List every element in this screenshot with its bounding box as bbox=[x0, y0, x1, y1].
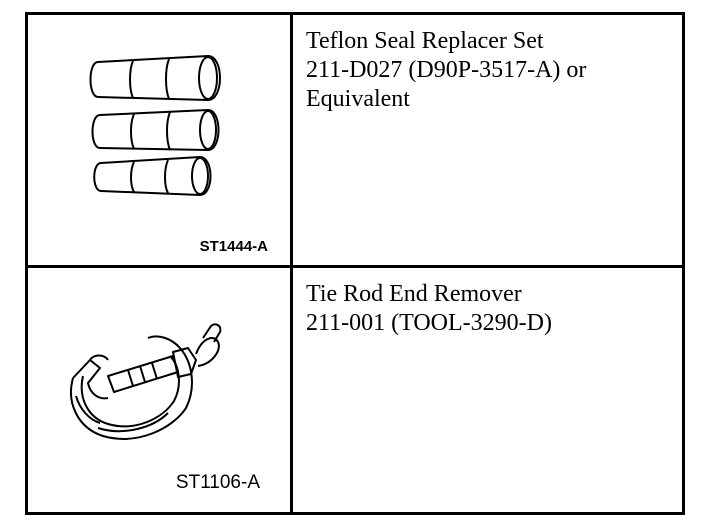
tool-name: Tie Rod End Remover bbox=[306, 281, 522, 307]
illustration-code: ST1106-A bbox=[175, 472, 260, 493]
tool-equivalent-note: Equivalent bbox=[306, 86, 410, 112]
tie-rod-end-remover-icon bbox=[70, 323, 222, 440]
tool-number: 211-001 (TOOL-3290-D) bbox=[306, 310, 552, 336]
tool-name: Teflon Seal Replacer Set bbox=[306, 28, 544, 54]
illustration-code: ST1444-A bbox=[199, 238, 268, 255]
tool-description-cell: Tie Rod End Remover 211-001 (TOOL-3290-D… bbox=[293, 268, 682, 512]
tool-number: 211-D027 (D90P-3517-A) or bbox=[306, 57, 587, 83]
tool-illustration-cell: ST1106-A bbox=[28, 268, 293, 512]
tool-description-cell: Teflon Seal Replacer Set 211-D027 (D90P-… bbox=[293, 15, 682, 265]
tool-illustration-cell: ST1444-A bbox=[28, 15, 293, 265]
seal-replacer-cylinders-icon bbox=[89, 54, 221, 197]
tool-row-teflon-seal-replacer: ST1444-A Teflon Seal Replacer Set 211-D0… bbox=[28, 15, 682, 268]
special-tools-table: ST1444-A Teflon Seal Replacer Set 211-D0… bbox=[25, 12, 685, 515]
tool-row-tie-rod-end-remover: ST1106-A Tie Rod End Remover 211-001 (TO… bbox=[28, 268, 682, 512]
